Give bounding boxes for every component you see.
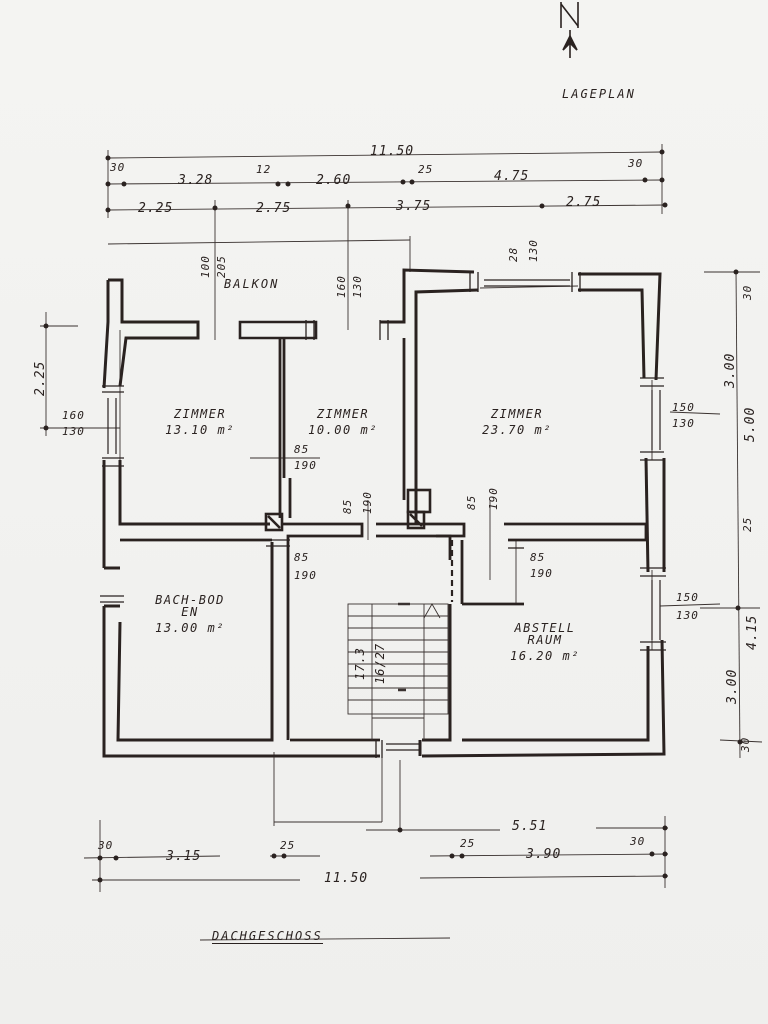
dim-top-r1: 25	[418, 163, 434, 176]
dim-top-r2: 2.75	[256, 201, 292, 216]
dim-bottom-total: 11.50	[324, 871, 369, 886]
opening-w: 85	[465, 494, 478, 510]
room-area: 16.20 m²	[510, 649, 580, 663]
opening-w: 85	[530, 551, 546, 564]
opening-h: 190	[530, 567, 553, 580]
room-abstellraum: ABSTELL RAUM 16.20 m²	[490, 622, 600, 662]
room-zimmer-1: ZIMMER 13.10 m²	[140, 408, 260, 436]
exterior-walls	[102, 268, 666, 758]
floor-title: DACHGESCHOSS	[212, 929, 323, 944]
opening-h: 190	[487, 487, 500, 510]
stair-steps	[347, 602, 449, 740]
dim-right: 5.00	[743, 406, 758, 442]
dim-top-r2: 3.75	[396, 199, 432, 214]
dim-top-r1: 4.75	[494, 169, 530, 184]
dim-bottom-part: 5.51	[512, 819, 548, 834]
opening-h: 130	[527, 239, 540, 262]
opening-w: 160	[62, 409, 85, 422]
opening-w: 85	[294, 551, 310, 564]
dim-top-r1: 3.28	[178, 173, 214, 188]
chimney-squares	[264, 488, 432, 532]
dim-right: 30	[739, 736, 752, 752]
opening-h: 190	[294, 569, 317, 582]
room-bachboden: BACH-BODEN 13.00 m²	[140, 594, 240, 634]
room-name: ZIMMER	[316, 407, 370, 421]
dim-top-r1: 2.60	[316, 173, 352, 188]
opening-h: 130	[351, 275, 364, 298]
opening-w: 85	[294, 443, 310, 456]
opening-h: 130	[676, 609, 699, 622]
opening-h: 130	[672, 417, 695, 430]
opening-h: 190	[361, 491, 374, 514]
dim-top-r2: 2.25	[138, 201, 174, 216]
dim-bottom-row: 3.90	[526, 847, 562, 862]
room-name: ZIMMER	[173, 407, 227, 421]
dim-bottom-row: 25	[460, 837, 476, 850]
room-area: 23.70 m²	[482, 423, 552, 437]
room-area: 13.10 m²	[165, 423, 235, 437]
dim-bottom-row: 25	[280, 839, 296, 852]
room-name: ZIMMER	[490, 407, 544, 421]
opening-w: 160	[335, 275, 348, 298]
dim-bottom-row: 30	[630, 835, 646, 848]
dim-top-r1: 12	[256, 163, 272, 176]
north-arrow-icon	[560, 2, 579, 58]
opening-h: 130	[62, 425, 85, 438]
balcony-label: BALKON	[224, 277, 280, 291]
site-plan-title: LAGEPLAN	[562, 87, 636, 101]
room-zimmer-3: ZIMMER 23.70 m²	[452, 408, 582, 436]
dim-right: 3.00	[723, 352, 738, 388]
dim-right: 3.00	[725, 668, 740, 704]
opening-h: 190	[294, 459, 317, 472]
opening-w: 85	[341, 498, 354, 514]
dim-top-r2: 2.75	[566, 195, 602, 210]
dim-right: 30	[741, 284, 754, 300]
opening-h: 205	[215, 255, 228, 278]
opening-w: 28	[507, 246, 520, 262]
opening-w: 150	[672, 401, 695, 414]
dim-bottom-row: 3.15	[166, 849, 202, 864]
dim-right: 4.15	[745, 614, 760, 650]
opening-w: 150	[676, 591, 699, 604]
wall-hatch	[100, 272, 666, 758]
dim-top-r1: 30	[110, 161, 126, 174]
room-name: ABSTELL RAUM	[514, 621, 576, 647]
dim-top-total: 11.50	[370, 144, 415, 159]
dimension-lines	[40, 144, 763, 941]
room-area: 10.00 m²	[308, 423, 378, 437]
stair-steps-label: 16/27	[373, 642, 387, 684]
window-ticks	[107, 279, 661, 751]
stair-rise-label: 17.3	[353, 647, 367, 680]
dim-top-r1: 30	[628, 157, 644, 170]
interior-walls	[120, 338, 648, 742]
dim-left: 2.25	[33, 360, 48, 396]
dim-bottom-row: 30	[98, 839, 114, 852]
room-name: BACH-BODEN	[155, 593, 225, 619]
opening-w: 100	[199, 255, 212, 278]
room-area: 13.00 m²	[155, 621, 225, 635]
dimension-dots	[43, 149, 743, 883]
dim-right: 25	[741, 516, 754, 532]
room-zimmer-2: ZIMMER 10.00 m²	[288, 408, 398, 436]
